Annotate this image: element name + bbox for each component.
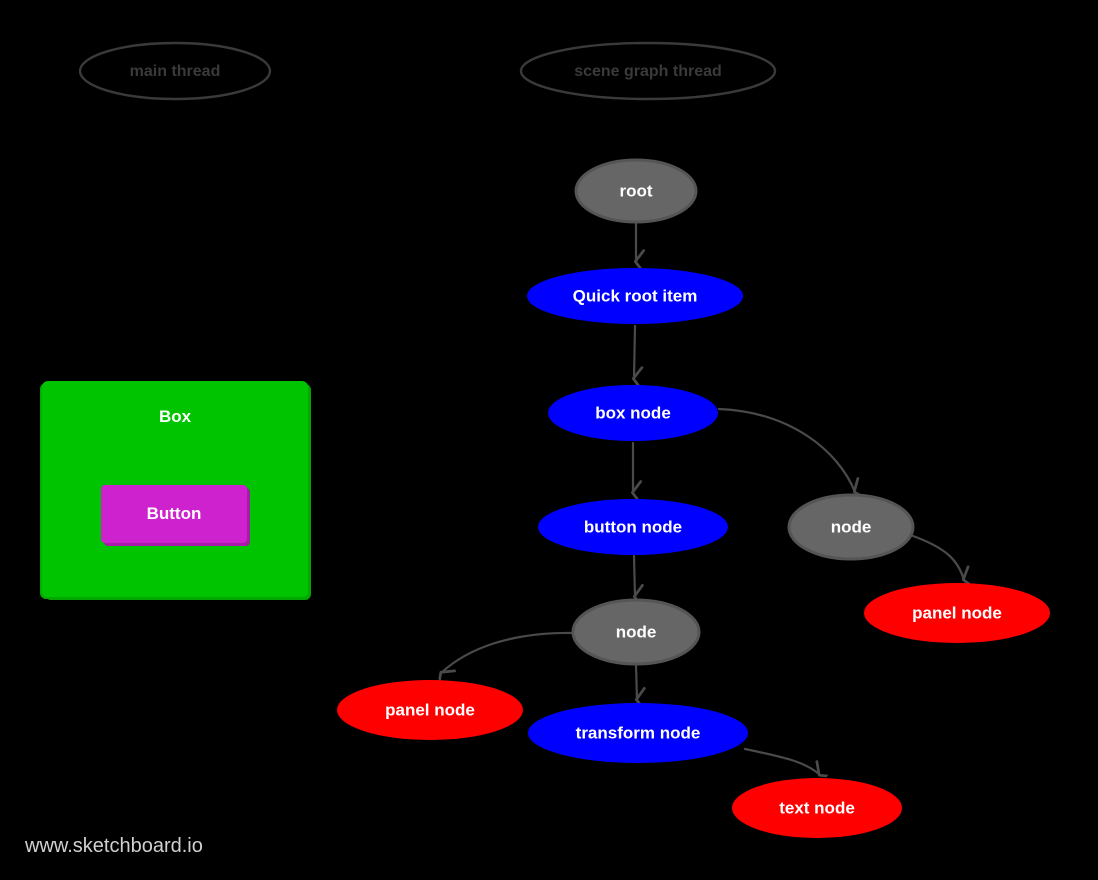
node-node-center[interactable]: node: [571, 598, 701, 666]
node-shape: [527, 268, 743, 324]
node-shape: [337, 680, 523, 740]
node-shape: [548, 385, 718, 441]
ui-box-label: Box: [158, 407, 192, 426]
node-label: button node: [584, 517, 682, 536]
swimlane-label: main thread: [130, 63, 221, 80]
node-shape: [864, 583, 1050, 643]
node-text-node[interactable]: text node: [732, 778, 902, 838]
node-label: node: [831, 517, 872, 536]
node-panel-node-right[interactable]: panel node: [864, 583, 1050, 643]
edge-node-right-to-panel-right: [911, 534, 964, 580]
edge-button-to-node-center: [632, 554, 635, 597]
node-label: panel node: [912, 603, 1002, 622]
edge-quick-root-item-to-box: [634, 324, 635, 379]
swimlane-ellipse: [519, 41, 777, 101]
node-button-node[interactable]: button node: [538, 499, 728, 555]
swimlane-scene-graph-thread[interactable]: scene graph thread: [519, 41, 777, 101]
edge-transform-to-text: [743, 747, 820, 775]
node-shape: [528, 703, 748, 763]
node-panel-node-left[interactable]: panel node: [337, 680, 523, 740]
node-label: Quick root item: [573, 286, 698, 305]
node-shape: [574, 158, 698, 224]
edge-node-center-to-panel-left: [441, 631, 575, 673]
node-box-node[interactable]: box node: [548, 385, 718, 441]
node-shape: [732, 778, 902, 838]
node-label: node: [616, 622, 657, 641]
node-transform-node[interactable]: transform node: [528, 703, 748, 763]
edge-box-to-node-right: [717, 407, 855, 492]
node-root[interactable]: root: [574, 158, 698, 224]
node-label: transform node: [576, 723, 701, 742]
swimlane-label: scene graph thread: [574, 63, 722, 80]
node-quick-root-item[interactable]: Quick root item: [527, 268, 743, 324]
node-label: box node: [595, 403, 671, 422]
swimlane-ellipse: [78, 41, 272, 101]
node-shape: [538, 499, 728, 555]
node-node-right[interactable]: node: [787, 493, 915, 561]
ui-button-shape[interactable]: Button: [101, 485, 247, 543]
watermark-label: www.sketchboard.io: [25, 835, 203, 857]
node-label: text node: [779, 798, 855, 817]
node-label: root: [619, 181, 652, 200]
ui-button-label: Button: [146, 504, 202, 523]
node-shape: [571, 598, 701, 666]
edge-node-center-to-transform: [634, 663, 637, 700]
swimlane-main-thread[interactable]: main thread: [78, 41, 272, 101]
node-label: panel node: [385, 700, 475, 719]
node-shape: [787, 493, 915, 561]
